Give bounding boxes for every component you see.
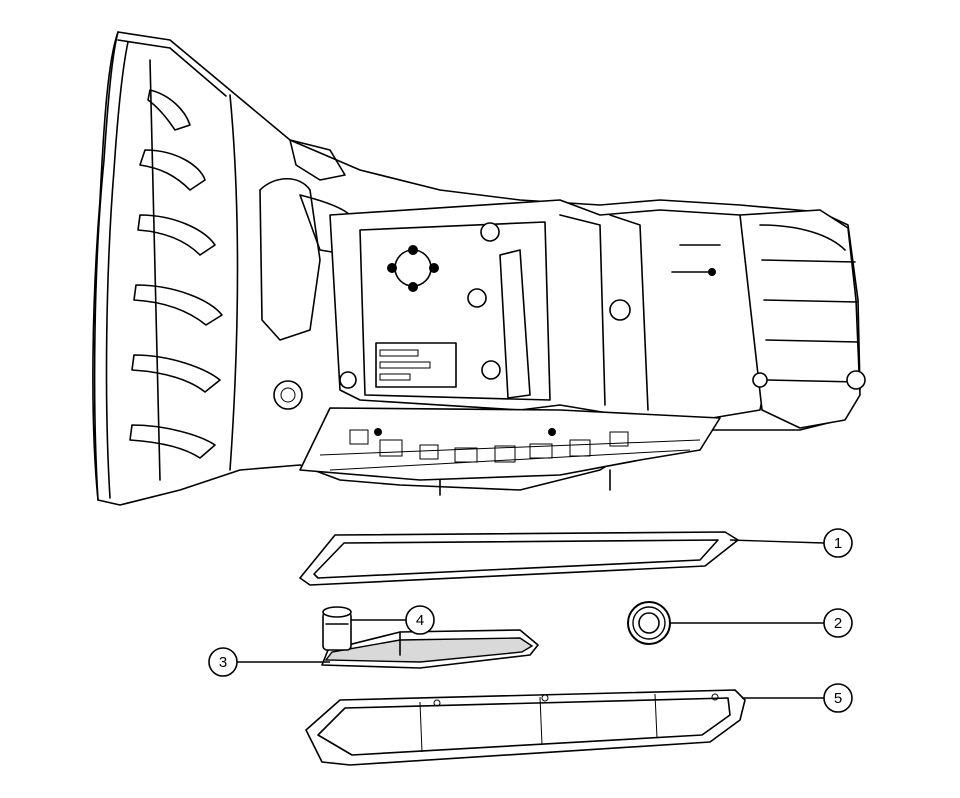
part-1-pan-gasket (299, 531, 739, 586)
callout-4-label: 4 (416, 612, 424, 629)
transmission-assembly (92, 31, 866, 506)
callout-2: 2 (670, 608, 853, 638)
callout-5: 5 (742, 683, 853, 713)
part-3-filter (321, 629, 539, 669)
part-2-seal (627, 601, 671, 645)
callout-1-label: 1 (834, 535, 842, 552)
callout-4: 4 (351, 605, 435, 635)
callout-5-label: 5 (834, 690, 842, 707)
callout-1: 1 (729, 528, 853, 558)
callout-3: 3 (208, 647, 330, 677)
part-4-filter-seal (322, 606, 352, 651)
callout-3-label: 3 (219, 654, 227, 671)
part-5-oil-pan (305, 689, 746, 766)
callout-2-label: 2 (834, 615, 842, 632)
